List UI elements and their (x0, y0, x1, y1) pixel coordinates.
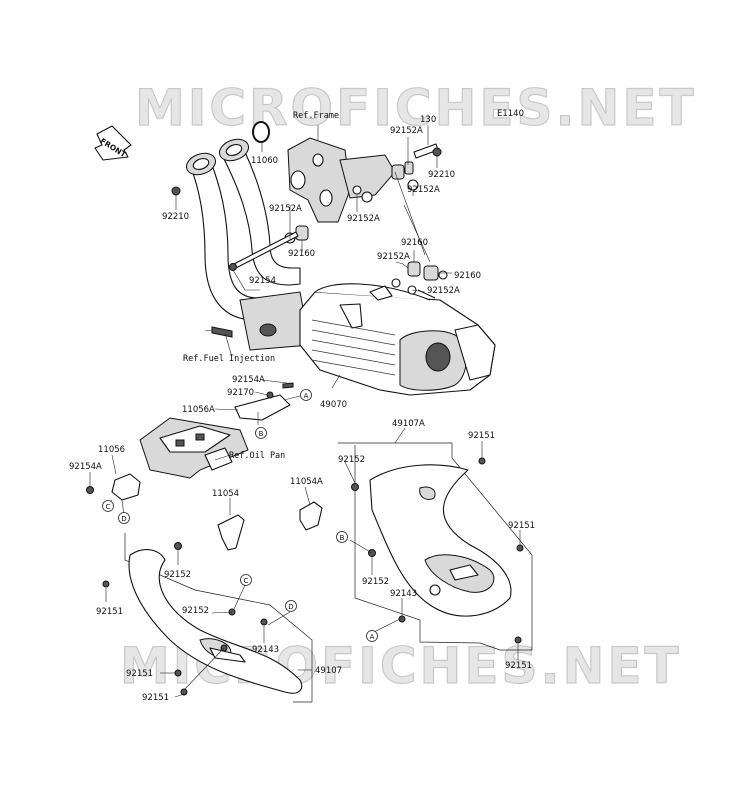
label-92154A-a: 92154A (232, 375, 265, 385)
label-92151-b: 92151 (508, 521, 535, 531)
label-49107: 49107 (315, 666, 342, 676)
callout-C-lower: C (240, 574, 252, 586)
callout-D-upper: D (118, 512, 130, 524)
callout-C-upper: C (102, 500, 114, 512)
svg-text:C: C (244, 577, 249, 585)
label-92152A-top: 92152A (390, 126, 423, 136)
leader-lines (89, 125, 521, 698)
label-92151-left: 92151 (96, 607, 123, 617)
ref-frame: Ref.Frame (293, 111, 339, 121)
label-92151-e: 92151 (142, 693, 169, 703)
label-92152-c: 92152 (362, 577, 389, 587)
label-92152-left: 92152 (164, 570, 191, 580)
muffler-49070 (299, 283, 496, 396)
ref-oil-pan: Ref.Oil Pan (229, 451, 285, 461)
callout-D-lower: D (285, 600, 297, 612)
callout-A-lower: A (366, 630, 378, 642)
label-92152A-mid: 92152A (347, 214, 380, 224)
label-92154A-b: 92154A (69, 462, 102, 472)
label-92160-left: 92160 (288, 249, 315, 259)
label-92152-right: 92152 (338, 455, 365, 465)
watermark-top: MICROFICHES.NET (135, 79, 697, 137)
bracket-11054A (299, 501, 323, 531)
exhaust-header-pipes (185, 138, 311, 351)
frame-bracket (287, 137, 396, 223)
label-92210-left: 92210 (162, 212, 189, 222)
label-92210-right: 92210 (428, 170, 455, 180)
label-92170: 92170 (227, 388, 254, 398)
group-box-49107A (338, 442, 533, 651)
bracket-11056A (234, 394, 291, 421)
label-92151-a: 92151 (468, 431, 495, 441)
label-92152A-lower: 92152A (377, 252, 410, 262)
label-11056A: 11056A (182, 405, 215, 415)
part-labels: 11060 92210 92152A 130 92210 92152A 9215… (69, 115, 535, 703)
heat-guard-49107A (369, 464, 512, 617)
diagram-code: E1140 (497, 109, 524, 119)
mount-hardware-upper (284, 143, 442, 244)
label-11056: 11056 (98, 445, 125, 455)
label-92160-far: 92160 (454, 271, 481, 281)
mount-hardware-lower (391, 261, 448, 299)
callout-B-lower: B (336, 531, 348, 543)
label-92152-mid: 92152 (182, 606, 209, 616)
oil-pan-bracket (139, 417, 249, 479)
label-11054: 11054 (212, 489, 239, 499)
svg-text:D: D (121, 515, 126, 523)
o2-sensor (204, 326, 233, 338)
svg-text:A: A (304, 392, 309, 400)
label-92143-right: 92143 (390, 589, 417, 599)
front-arrow-icon: FRONT (94, 125, 132, 161)
callout-B-upper: B (255, 427, 267, 439)
label-92152A-left: 92152A (269, 204, 302, 214)
label-92151-d: 92151 (126, 669, 153, 679)
svg-text:A: A (370, 633, 375, 641)
svg-text:D: D (288, 603, 293, 611)
label-92152A-right: 92152A (407, 185, 440, 195)
svg-text:C: C (106, 503, 111, 511)
label-92152A-bottom: 92152A (427, 286, 460, 296)
label-49070: 49070 (320, 400, 347, 410)
ref-fuel-injection: Ref.Fuel Injection (183, 354, 275, 364)
label-49107A: 49107A (392, 419, 425, 429)
svg-text:B: B (259, 430, 264, 438)
label-92151-c: 92151 (505, 661, 532, 671)
label-92143-left: 92143 (252, 645, 279, 655)
bracket-11056 (111, 473, 141, 501)
label-11054A: 11054A (290, 477, 323, 487)
svg-text:B: B (340, 534, 345, 542)
gasket-11060 (252, 121, 270, 143)
label-11060: 11060 (251, 156, 278, 166)
bracket-11054 (217, 514, 245, 551)
heat-guard-49107 (128, 549, 303, 694)
label-92154: 92154 (249, 276, 276, 286)
callout-A-upper: A (300, 389, 312, 401)
nut-92210-left (171, 186, 181, 196)
label-92160-right: 92160 (401, 238, 428, 248)
label-130: 130 (420, 115, 436, 125)
group-box-49107 (124, 533, 313, 703)
